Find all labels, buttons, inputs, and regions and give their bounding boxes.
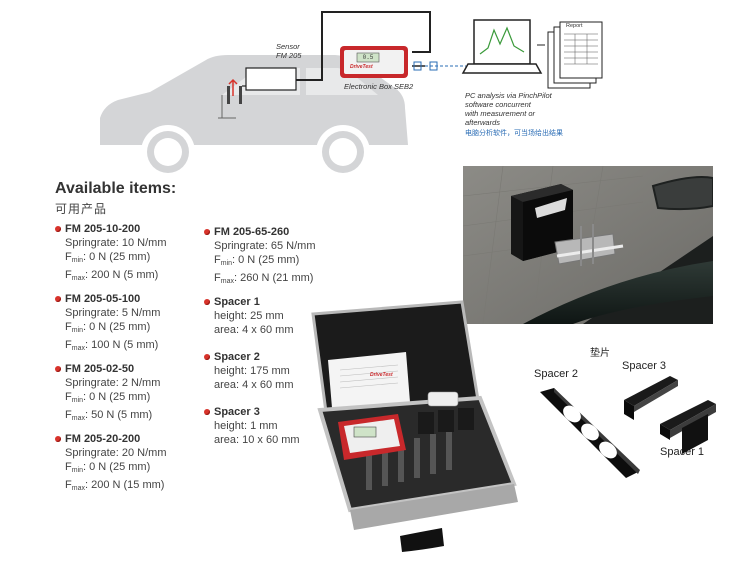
product-fmax: Fmax: 100 N (5 mm) [65,339,159,352]
product-fm205-05-100: FM 205-05-100 Springrate: 5 N/mm Fmin: 0… [54,292,161,356]
product-fmin: Fmin: 0 N (25 mm) [65,251,151,264]
spacer-height: height: 25 mm [214,310,284,322]
car-silhouette [100,11,603,179]
system-diagram: Sensor FM 205 0.5 DriveTest Electronic B… [0,0,750,180]
product-fm205-65-260: FM 205-65-260 Springrate: 65 N/mm Fmin: … [203,225,316,289]
spacer-3-photo-label: Spacer 3 [622,360,667,372]
spacer-title: Spacer 1 [203,295,293,309]
pc-line-2: software concurrent [465,100,531,109]
product-fmin: Fmin: 0 N (25 mm) [65,321,151,334]
product-fmin: Fmin: 0 N (25 mm) [65,461,151,474]
product-title: FM 205-10-200 [54,222,166,236]
spacer-cn-label: 垫片 [590,348,610,359]
product-fm205-20-200: FM 205-20-200 Springrate: 20 N/mm Fmin: … [54,432,167,496]
pc-line-4: afterwards [465,118,501,127]
spacer-height: height: 1 mm [214,420,278,432]
spacer-2-photo-label: Spacer 2 [534,368,579,380]
pc-line-3: with measurement or [465,109,536,118]
box-label: Electronic Box SEB2 [344,82,414,91]
sensor-label: Sensor [276,42,300,51]
carry-case-photo: DriveTest [310,300,522,582]
product-fmax: Fmax: 260 N (21 mm) [214,272,314,285]
case-brand: DriveTest [370,372,393,378]
product-fmax: Fmax: 200 N (5 mm) [65,269,159,282]
product-springrate: Springrate: 65 N/mm [214,240,316,252]
product-fm205-10-200: FM 205-10-200 Springrate: 10 N/mm Fmin: … [54,222,167,286]
spacer-3-shape [624,376,678,420]
sensor-model: FM 205 [276,51,302,60]
product-fmax: Fmax: 200 N (15 mm) [65,479,165,492]
pc-caption-cn: 电脑分析软件，可当场给出结果 [465,129,563,137]
spacer-title: Spacer 2 [203,350,293,364]
report-label: Report [566,23,583,29]
spacer-1-shape [660,400,716,454]
product-title: FM 205-05-100 [54,292,160,306]
product-title: FM 205-20-200 [54,432,166,446]
box-display: 0.5 [362,54,374,61]
product-fmin: Fmin: 0 N (25 mm) [65,391,151,404]
product-springrate: Springrate: 20 N/mm [65,447,167,459]
spacer-3-spec: Spacer 3 height: 1 mm area: 10 x 60 mm [204,405,300,447]
product-fm205-02-50: FM 205-02-50 Springrate: 2 N/mm Fmin: 0 … [54,362,161,426]
spacer-2-shape [540,388,640,478]
box-brand: DriveTest [350,64,373,70]
product-title: FM 205-02-50 [54,362,160,376]
product-title: FM 205-65-260 [203,225,315,239]
spacer-title: Spacer 3 [204,405,300,419]
spacer-2-spec: Spacer 2 height: 175 mm area: 4 x 60 mm [203,350,294,392]
product-fmin: Fmin: 0 N (25 mm) [214,254,300,267]
spacer-1-spec: Spacer 1 height: 25 mm area: 4 x 60 mm [203,295,294,337]
pc-line-1: PC analysis via PinchPilot [465,91,552,100]
product-fmax: Fmax: 50 N (5 mm) [65,409,153,422]
product-springrate: Springrate: 10 N/mm [65,237,167,249]
spacer-height: height: 175 mm [214,365,290,377]
product-springrate: Springrate: 2 N/mm [65,377,161,389]
spacers-photo [530,370,730,500]
car-door-photo [463,166,713,324]
available-items-heading-cn: 可用产品 [55,202,108,216]
available-items-heading: Available items: [55,180,177,197]
spacer-area: area: 4 x 60 mm [214,379,294,391]
spacer-area: area: 10 x 60 mm [214,434,300,446]
product-springrate: Springrate: 5 N/mm [65,307,161,319]
spacer-area: area: 4 x 60 mm [214,324,294,336]
